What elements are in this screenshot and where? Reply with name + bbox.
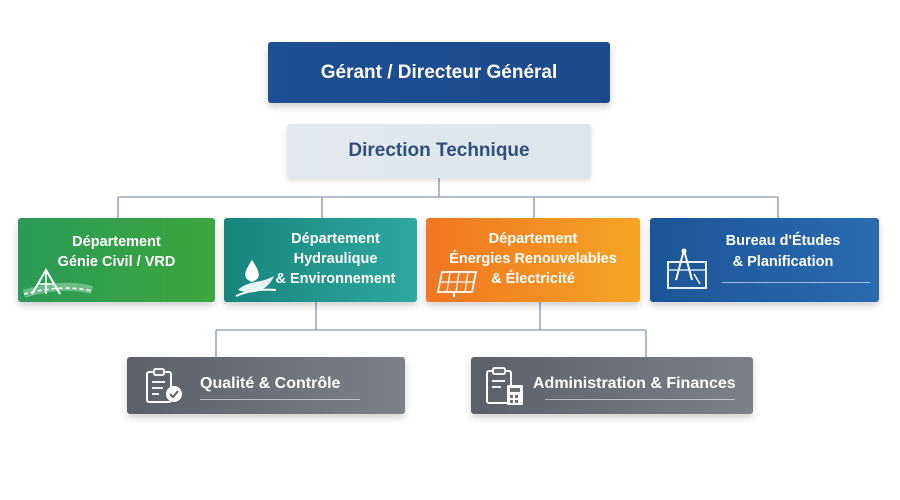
- department-hydraulic-box: Département Hydraulique & Environnement: [224, 218, 417, 302]
- department-energy-box: Département Énergies Renouvelables & Éle…: [426, 218, 640, 302]
- department-studies-line-1: Bureau d'Études: [725, 233, 841, 249]
- technical-direction-box: Direction Technique: [287, 124, 591, 178]
- ceo-box: Gérant / Directeur Général: [268, 42, 610, 103]
- calculator-clipboard-icon: [486, 367, 523, 405]
- department-energy-line-3: & Électricité: [491, 271, 575, 287]
- department-civil-line-1: Département: [72, 234, 161, 250]
- department-energy-line-2: Énergies Renouvelables: [449, 251, 617, 267]
- water-leaf-icon: [235, 260, 277, 297]
- ceo-label: Gérant / Directeur Général: [320, 61, 558, 83]
- solar-panel-icon: [436, 271, 478, 297]
- blueprint-icon: [667, 248, 707, 289]
- department-hydraulic-line-3: & Environnement: [275, 271, 396, 287]
- administration-finances-box: Administration & Finances: [471, 357, 753, 414]
- quality-control-label: Qualité & Contrôle: [200, 375, 341, 392]
- department-hydraulic-line-1: Département: [291, 231, 380, 247]
- quality-control-box: Qualité & Contrôle: [127, 357, 405, 414]
- technical-direction-label: Direction Technique: [348, 140, 530, 161]
- department-civil-line-2: Génie Civil / VRD: [57, 254, 176, 270]
- department-civil-box: Département Génie Civil / VRD: [18, 218, 215, 302]
- department-studies-box: Bureau d'Études & Planification: [650, 218, 879, 302]
- road-bridge-icon: [22, 268, 94, 298]
- department-hydraulic-line-2: Hydraulique: [293, 251, 378, 267]
- department-energy-line-1: Département: [488, 231, 578, 247]
- department-studies-line-2: & Planification: [732, 254, 834, 270]
- checklist-icon: [146, 368, 182, 403]
- administration-finances-label: Administration & Finances: [533, 375, 736, 392]
